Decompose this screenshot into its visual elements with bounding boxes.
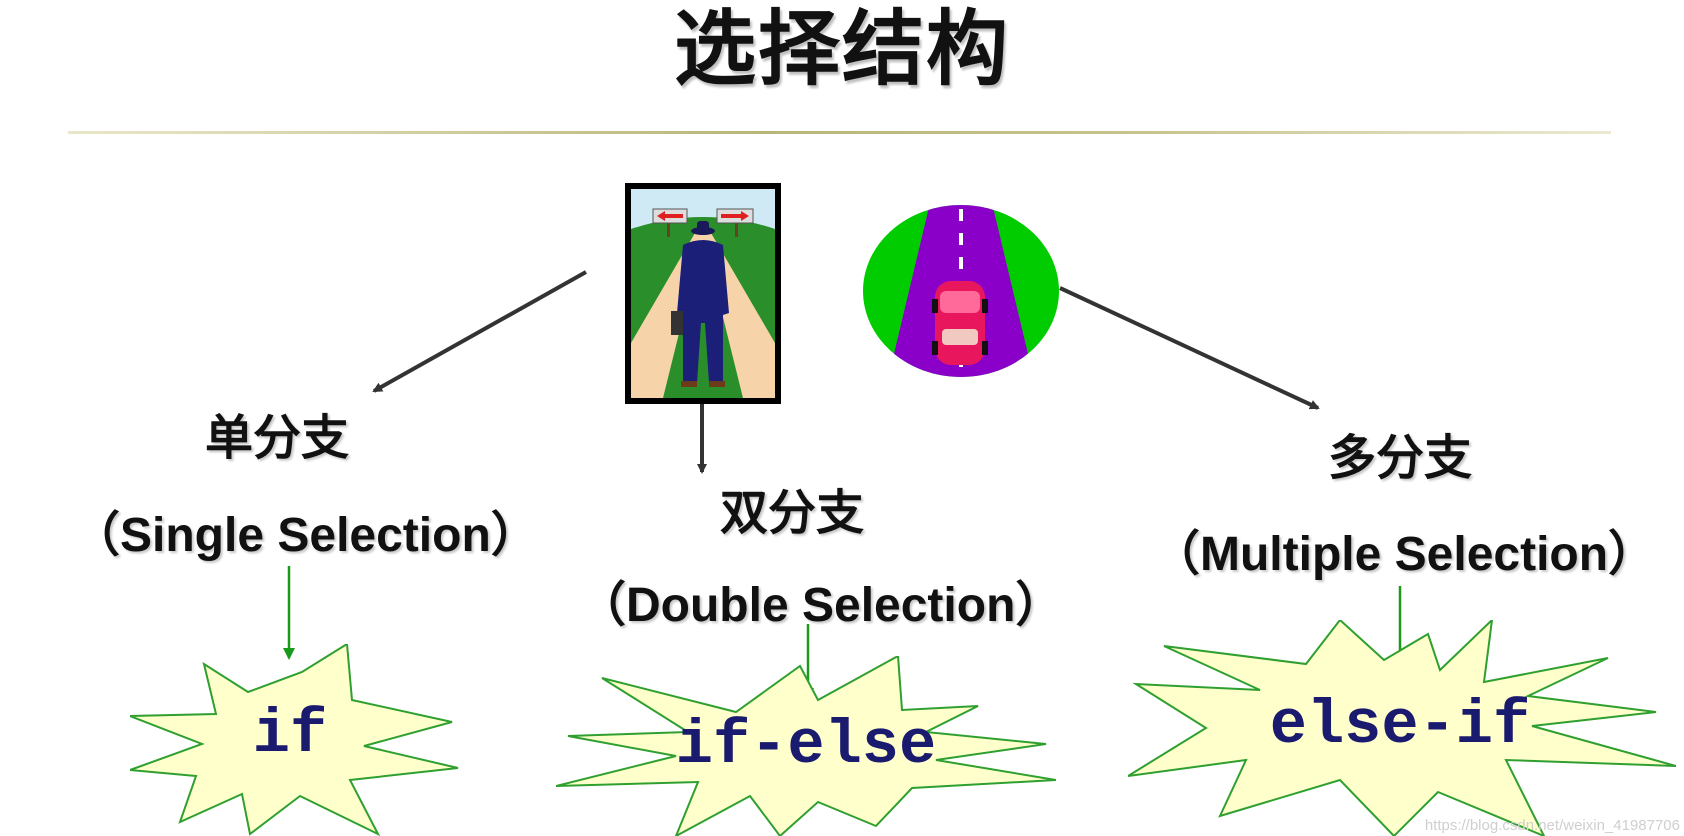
if-starburst — [130, 644, 459, 836]
watermark: https://blog.csdn.net/weixin_41987706 — [1424, 817, 1680, 834]
double-branch-label-en: （Double Selection） — [578, 579, 1064, 632]
else-if-keyword: else-if — [1269, 690, 1531, 761]
multiple-branch-label-en: （Multiple Selection） — [1152, 528, 1657, 581]
arrow-to-single — [372, 270, 587, 393]
if-else-keyword: if-else — [675, 710, 937, 781]
arrow-to-multiple — [1059, 286, 1320, 410]
title-divider — [68, 131, 1611, 134]
else-if-starburst — [1128, 620, 1676, 836]
crossroads-person-icon — [625, 183, 781, 404]
single-branch-label-cn: 单分支 — [205, 410, 350, 466]
road-car-icon — [863, 205, 1059, 377]
if-else-starburst — [556, 656, 1056, 836]
double-branch-label-cn: 双分支 — [720, 485, 865, 541]
slide-title: 选择结构 — [673, 2, 1010, 97]
if-keyword: if — [252, 699, 328, 770]
multiple-branch-label-cn: 多分支 — [1328, 430, 1473, 486]
single-branch-label-en: （Single Selection） — [72, 509, 539, 562]
